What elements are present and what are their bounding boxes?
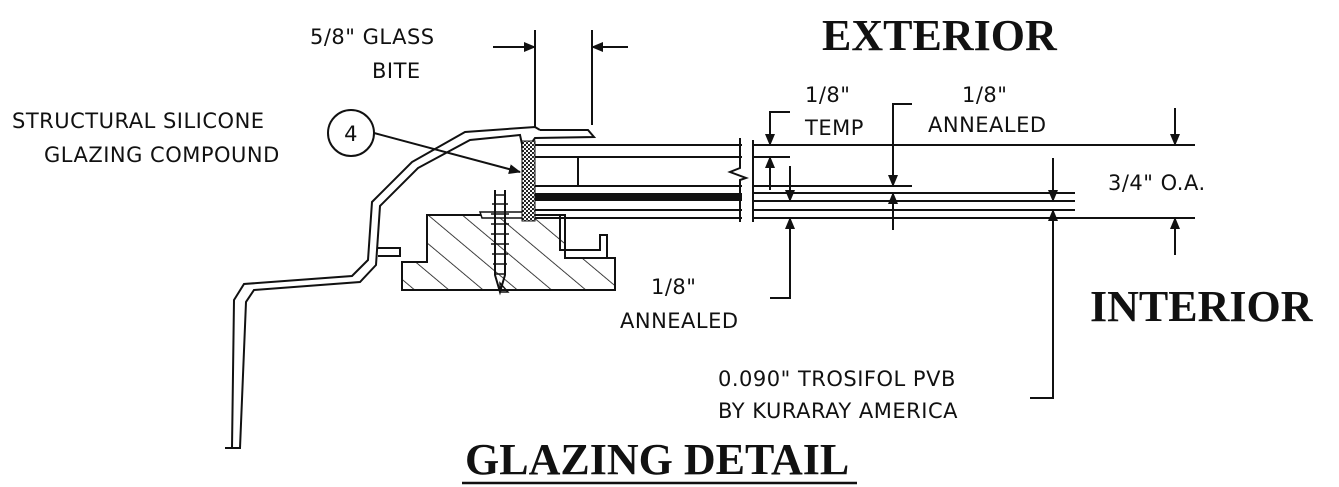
silicone-bead <box>521 140 536 222</box>
frame-profile <box>225 125 597 449</box>
glass-bite-label-2: BITE <box>372 59 421 83</box>
wood-blocking <box>401 214 616 291</box>
pvb-label-1: 0.090" TROSIFOL PVB <box>718 367 956 391</box>
silicone-label-2: GLAZING COMPOUND <box>44 143 280 167</box>
callout-4 <box>327 109 521 174</box>
temp-label-2: TEMP <box>804 116 864 140</box>
temp-dimension <box>765 111 790 190</box>
callout-number: 4 <box>344 122 358 146</box>
interior-label: INTERIOR <box>1090 282 1314 331</box>
annealed-top-dimension <box>888 103 912 230</box>
annealed-top-label-1: 1/8" <box>962 83 1007 107</box>
glass-bite-dimension <box>493 30 628 128</box>
annealed-top-label-2: ANNEALED <box>928 113 1047 137</box>
silicone-label-1: STRUCTURAL SILICONE <box>12 109 265 133</box>
drawing-title: GLAZING DETAIL <box>465 435 849 484</box>
pvb-label-2: BY KURARAY AMERICA <box>718 399 958 423</box>
exterior-label: EXTERIOR <box>822 11 1058 60</box>
annealed-bottom-label-1: 1/8" <box>651 275 696 299</box>
temp-label-1: 1/8" <box>805 83 850 107</box>
glass-assembly <box>535 138 1195 222</box>
glass-bite-label-1: 5/8" GLASS <box>310 25 435 49</box>
pvb-dimension <box>1030 158 1058 399</box>
annealed-bottom-dimension <box>770 166 795 299</box>
annealed-bottom-label-2: ANNEALED <box>620 309 739 333</box>
overall-label: 3/4" O.A. <box>1108 171 1206 195</box>
